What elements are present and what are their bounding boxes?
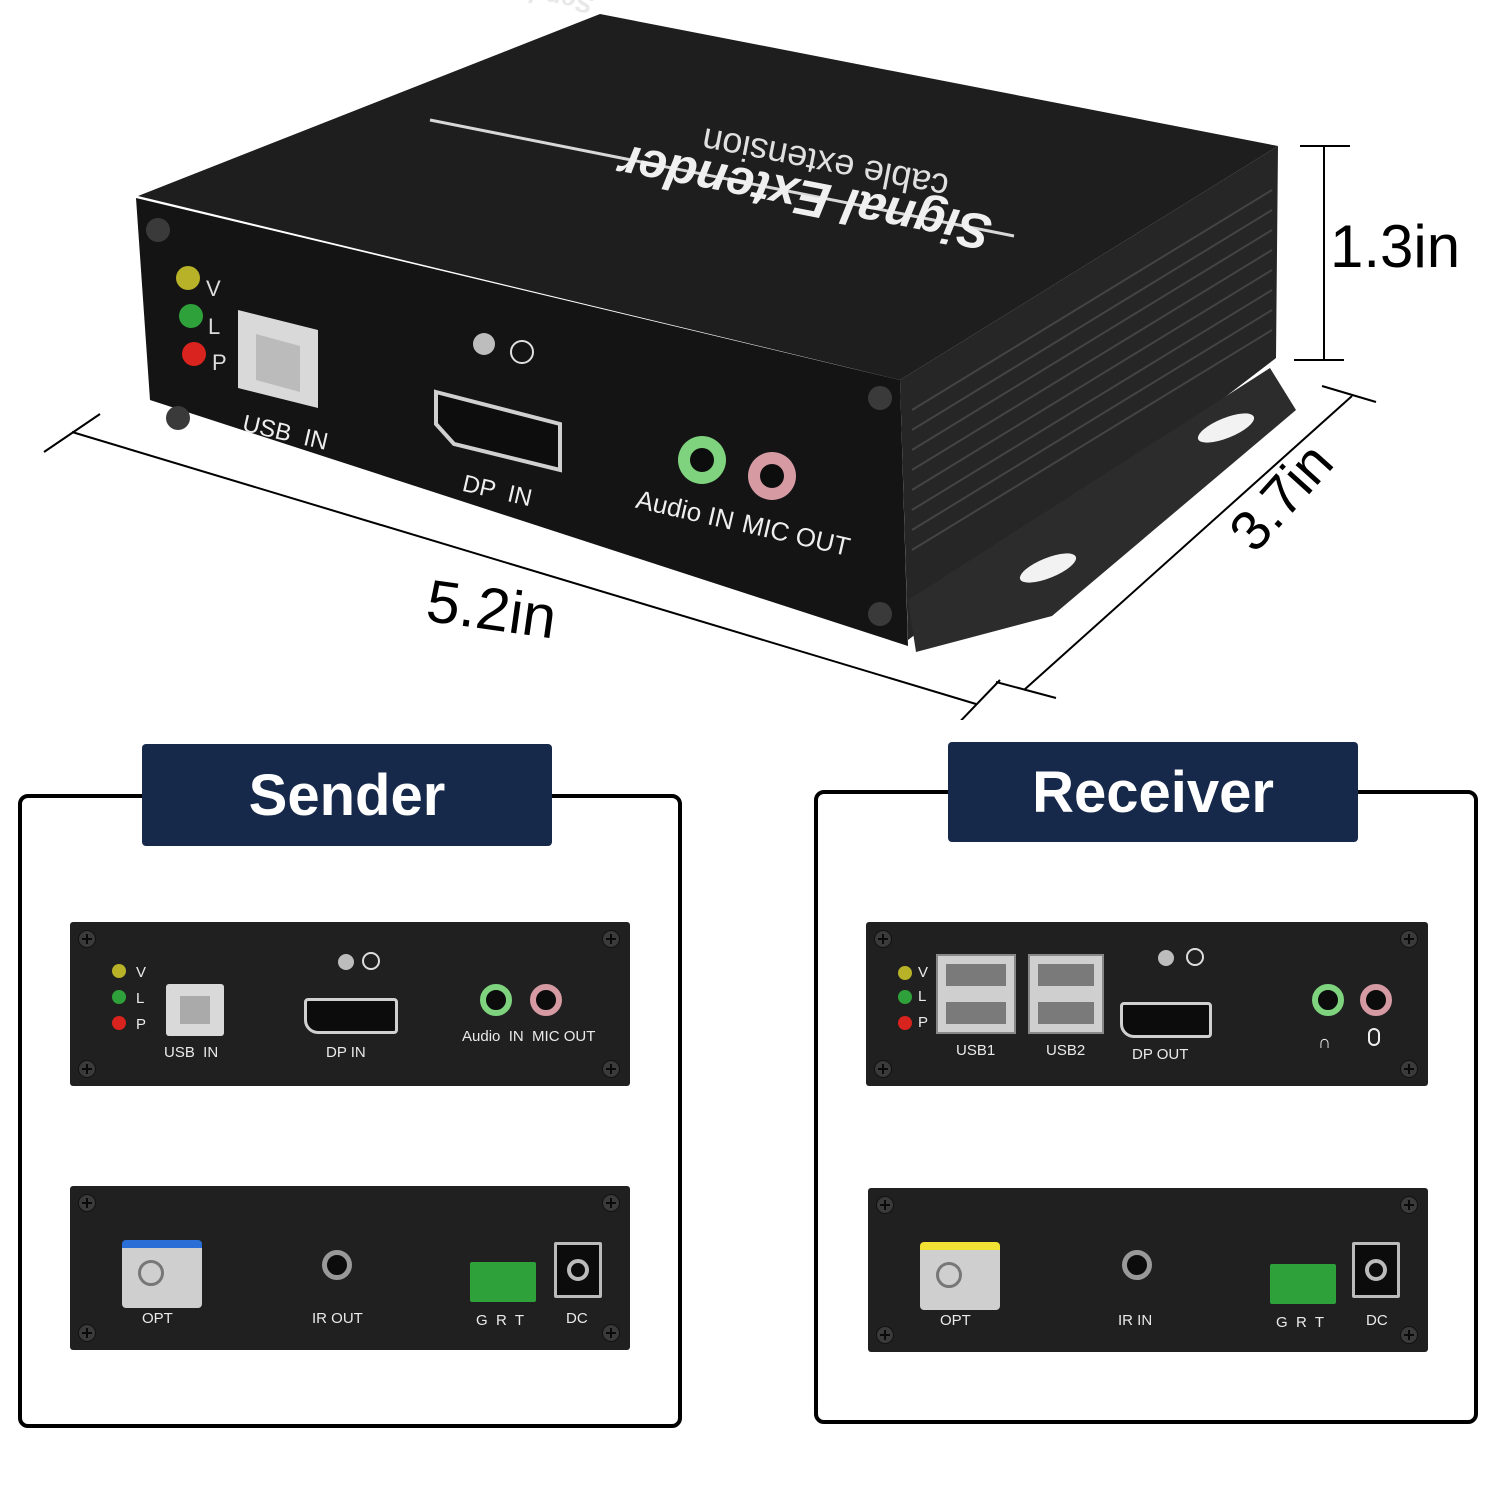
terminal-block [1270, 1264, 1336, 1304]
screw [874, 930, 892, 948]
receiver-rear-unit: OPT IR IN G R T DC [868, 1188, 1428, 1352]
sfp-optical-module [920, 1242, 1000, 1310]
screw [1400, 930, 1418, 948]
usb2-port-stack [1028, 954, 1104, 1034]
led-l-label: L [918, 988, 927, 1005]
title-underline [429, 118, 1015, 238]
led-v-label: V [206, 276, 221, 301]
sender-rear-unit: OPT IR OUT G R T DC [70, 1186, 630, 1350]
audio-in-jack [480, 984, 512, 1016]
led-p-label: P [918, 1014, 929, 1031]
led-v [112, 964, 126, 978]
ground-icon [1186, 948, 1204, 966]
usb1-port-stack [936, 954, 1016, 1034]
sender-badge: Sender [142, 744, 552, 846]
led-v [176, 266, 200, 290]
screw [78, 1194, 96, 1212]
flange-slot [1019, 553, 1077, 583]
led-p [112, 1016, 126, 1030]
device-side-face [900, 146, 1278, 640]
displayport-port [304, 998, 398, 1034]
dc-power-jack [1352, 1242, 1400, 1298]
screw [78, 930, 96, 948]
screw [78, 1324, 96, 1342]
dimension-height: 1.3in [1330, 213, 1461, 280]
led-l [112, 990, 126, 1004]
usb-b-port-inner [256, 334, 300, 392]
screw [868, 602, 892, 626]
screw [1400, 1060, 1418, 1078]
sfp-optical-module [122, 1240, 202, 1308]
screw [602, 1324, 620, 1342]
usb-in-label: USB IN [164, 1044, 219, 1061]
microphone-jack [1360, 984, 1392, 1016]
screw [1400, 1196, 1418, 1214]
dc-power-jack [554, 1242, 602, 1298]
dc-label: DC [1366, 1312, 1388, 1329]
dimension-lines [43, 145, 1377, 733]
headphone-jack [1312, 984, 1344, 1016]
screw [876, 1196, 894, 1214]
led-l [898, 990, 912, 1004]
receiver-badge: Receiver [948, 742, 1358, 842]
led-l-label: L [208, 314, 221, 339]
terminal-label: G R T [476, 1312, 525, 1329]
screw [1400, 1326, 1418, 1344]
screw [602, 1060, 620, 1078]
opt-label: OPT [142, 1310, 173, 1327]
led-p-label: P [136, 1016, 147, 1033]
usb1-label: USB1 [956, 1042, 996, 1059]
terminal-label: G R T [1276, 1314, 1325, 1331]
screw [602, 930, 620, 948]
ir-out-label: IR OUT [312, 1310, 363, 1327]
led-p-label: P [212, 350, 227, 375]
heatsink-fins [911, 189, 1273, 551]
usb2-label: USB2 [1046, 1042, 1086, 1059]
screw [868, 386, 892, 410]
headphone-icon: ∩ [1318, 1032, 1331, 1052]
dp-in-label: DP IN [326, 1044, 366, 1061]
screw [166, 406, 190, 430]
ground-screw [338, 954, 354, 970]
audio-jack-labels: Audio IN MIC OUT [462, 1028, 596, 1045]
screw [876, 1326, 894, 1344]
mic-out-jack [530, 984, 562, 1016]
displayport-port [434, 389, 562, 473]
displayport-port [1120, 1002, 1212, 1038]
ir-in-label: IR IN [1118, 1312, 1153, 1329]
led-v-label: V [918, 964, 929, 981]
receiver-front-unit: V L P USB1 USB2 DP OUT ∩ [866, 922, 1428, 1086]
led-l-label: L [136, 990, 145, 1007]
led-v-label: V [136, 964, 147, 981]
flange-slot [1197, 413, 1255, 443]
terminal-block [470, 1262, 536, 1302]
microphone-icon [1368, 1028, 1380, 1046]
ground-icon [362, 952, 380, 970]
ground-screw [1158, 950, 1174, 966]
sender-front-unit: V L P USB IN DP IN Audio IN MIC OUT [70, 922, 630, 1086]
screw [602, 1194, 620, 1212]
opt-label: OPT [940, 1312, 971, 1329]
usb-b-port [166, 984, 224, 1036]
screw [146, 218, 170, 242]
screw [78, 1060, 96, 1078]
dp-out-label: DP OUT [1132, 1046, 1189, 1063]
device-top-face [138, 14, 1278, 380]
hero-device: Sender Signal Extender cable extension V… [0, 0, 1500, 733]
screw [874, 1060, 892, 1078]
ir-out-jack [322, 1250, 352, 1280]
led-p [898, 1016, 912, 1030]
ground-icon [510, 340, 534, 364]
led-v [898, 966, 912, 980]
hero-device-drawing [43, 14, 1377, 733]
led-l [179, 304, 203, 328]
ir-in-jack [1122, 1250, 1152, 1280]
led-p [182, 342, 206, 366]
dc-label: DC [566, 1310, 588, 1327]
ground-screw [473, 333, 495, 355]
